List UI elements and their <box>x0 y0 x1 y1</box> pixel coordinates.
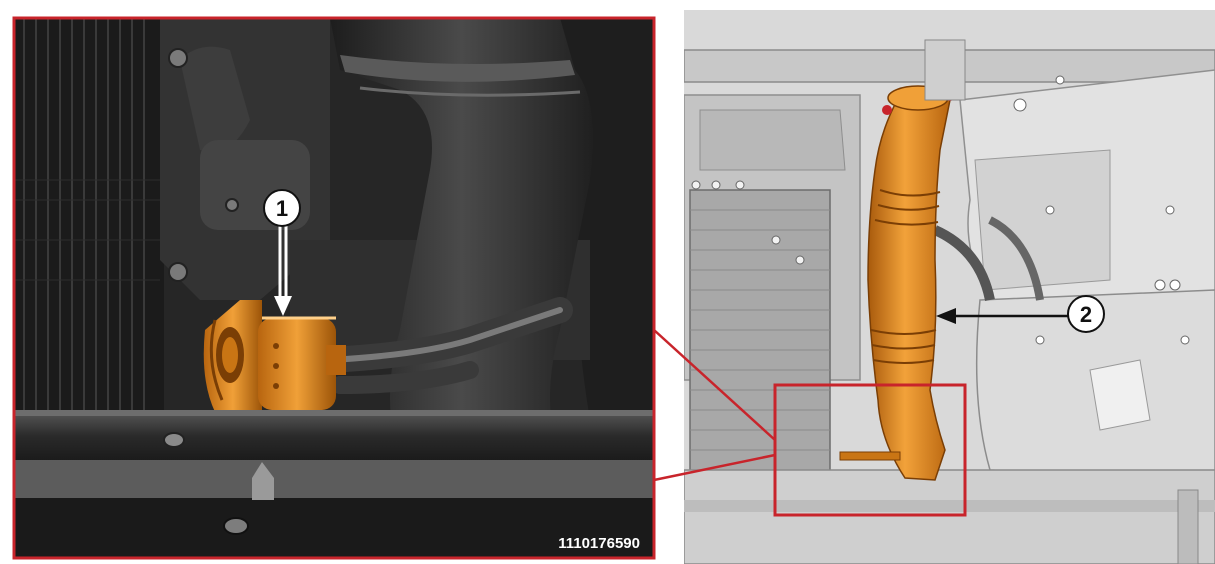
egr-valve <box>203 300 346 412</box>
zoom-region-box <box>773 383 967 517</box>
zoom-connector-top <box>653 329 776 441</box>
radiator <box>14 18 164 438</box>
callout-2-number: 2 <box>1080 302 1092 327</box>
zoom-connector-bottom <box>653 453 776 482</box>
oil-pan <box>689 180 831 491</box>
callout-2: 2 <box>936 295 1105 333</box>
coolant-hose <box>317 297 573 394</box>
figure-id: 1110176590 <box>558 535 640 552</box>
detail-view-border <box>12 16 656 560</box>
overview-view: 2 <box>684 10 1215 564</box>
frame-rail <box>14 410 654 558</box>
egr-tube <box>839 85 955 481</box>
detail-view: 1 1110176590 <box>14 18 654 558</box>
callout-1-number: 1 <box>276 196 288 221</box>
callout-1: 1 <box>263 189 301 316</box>
